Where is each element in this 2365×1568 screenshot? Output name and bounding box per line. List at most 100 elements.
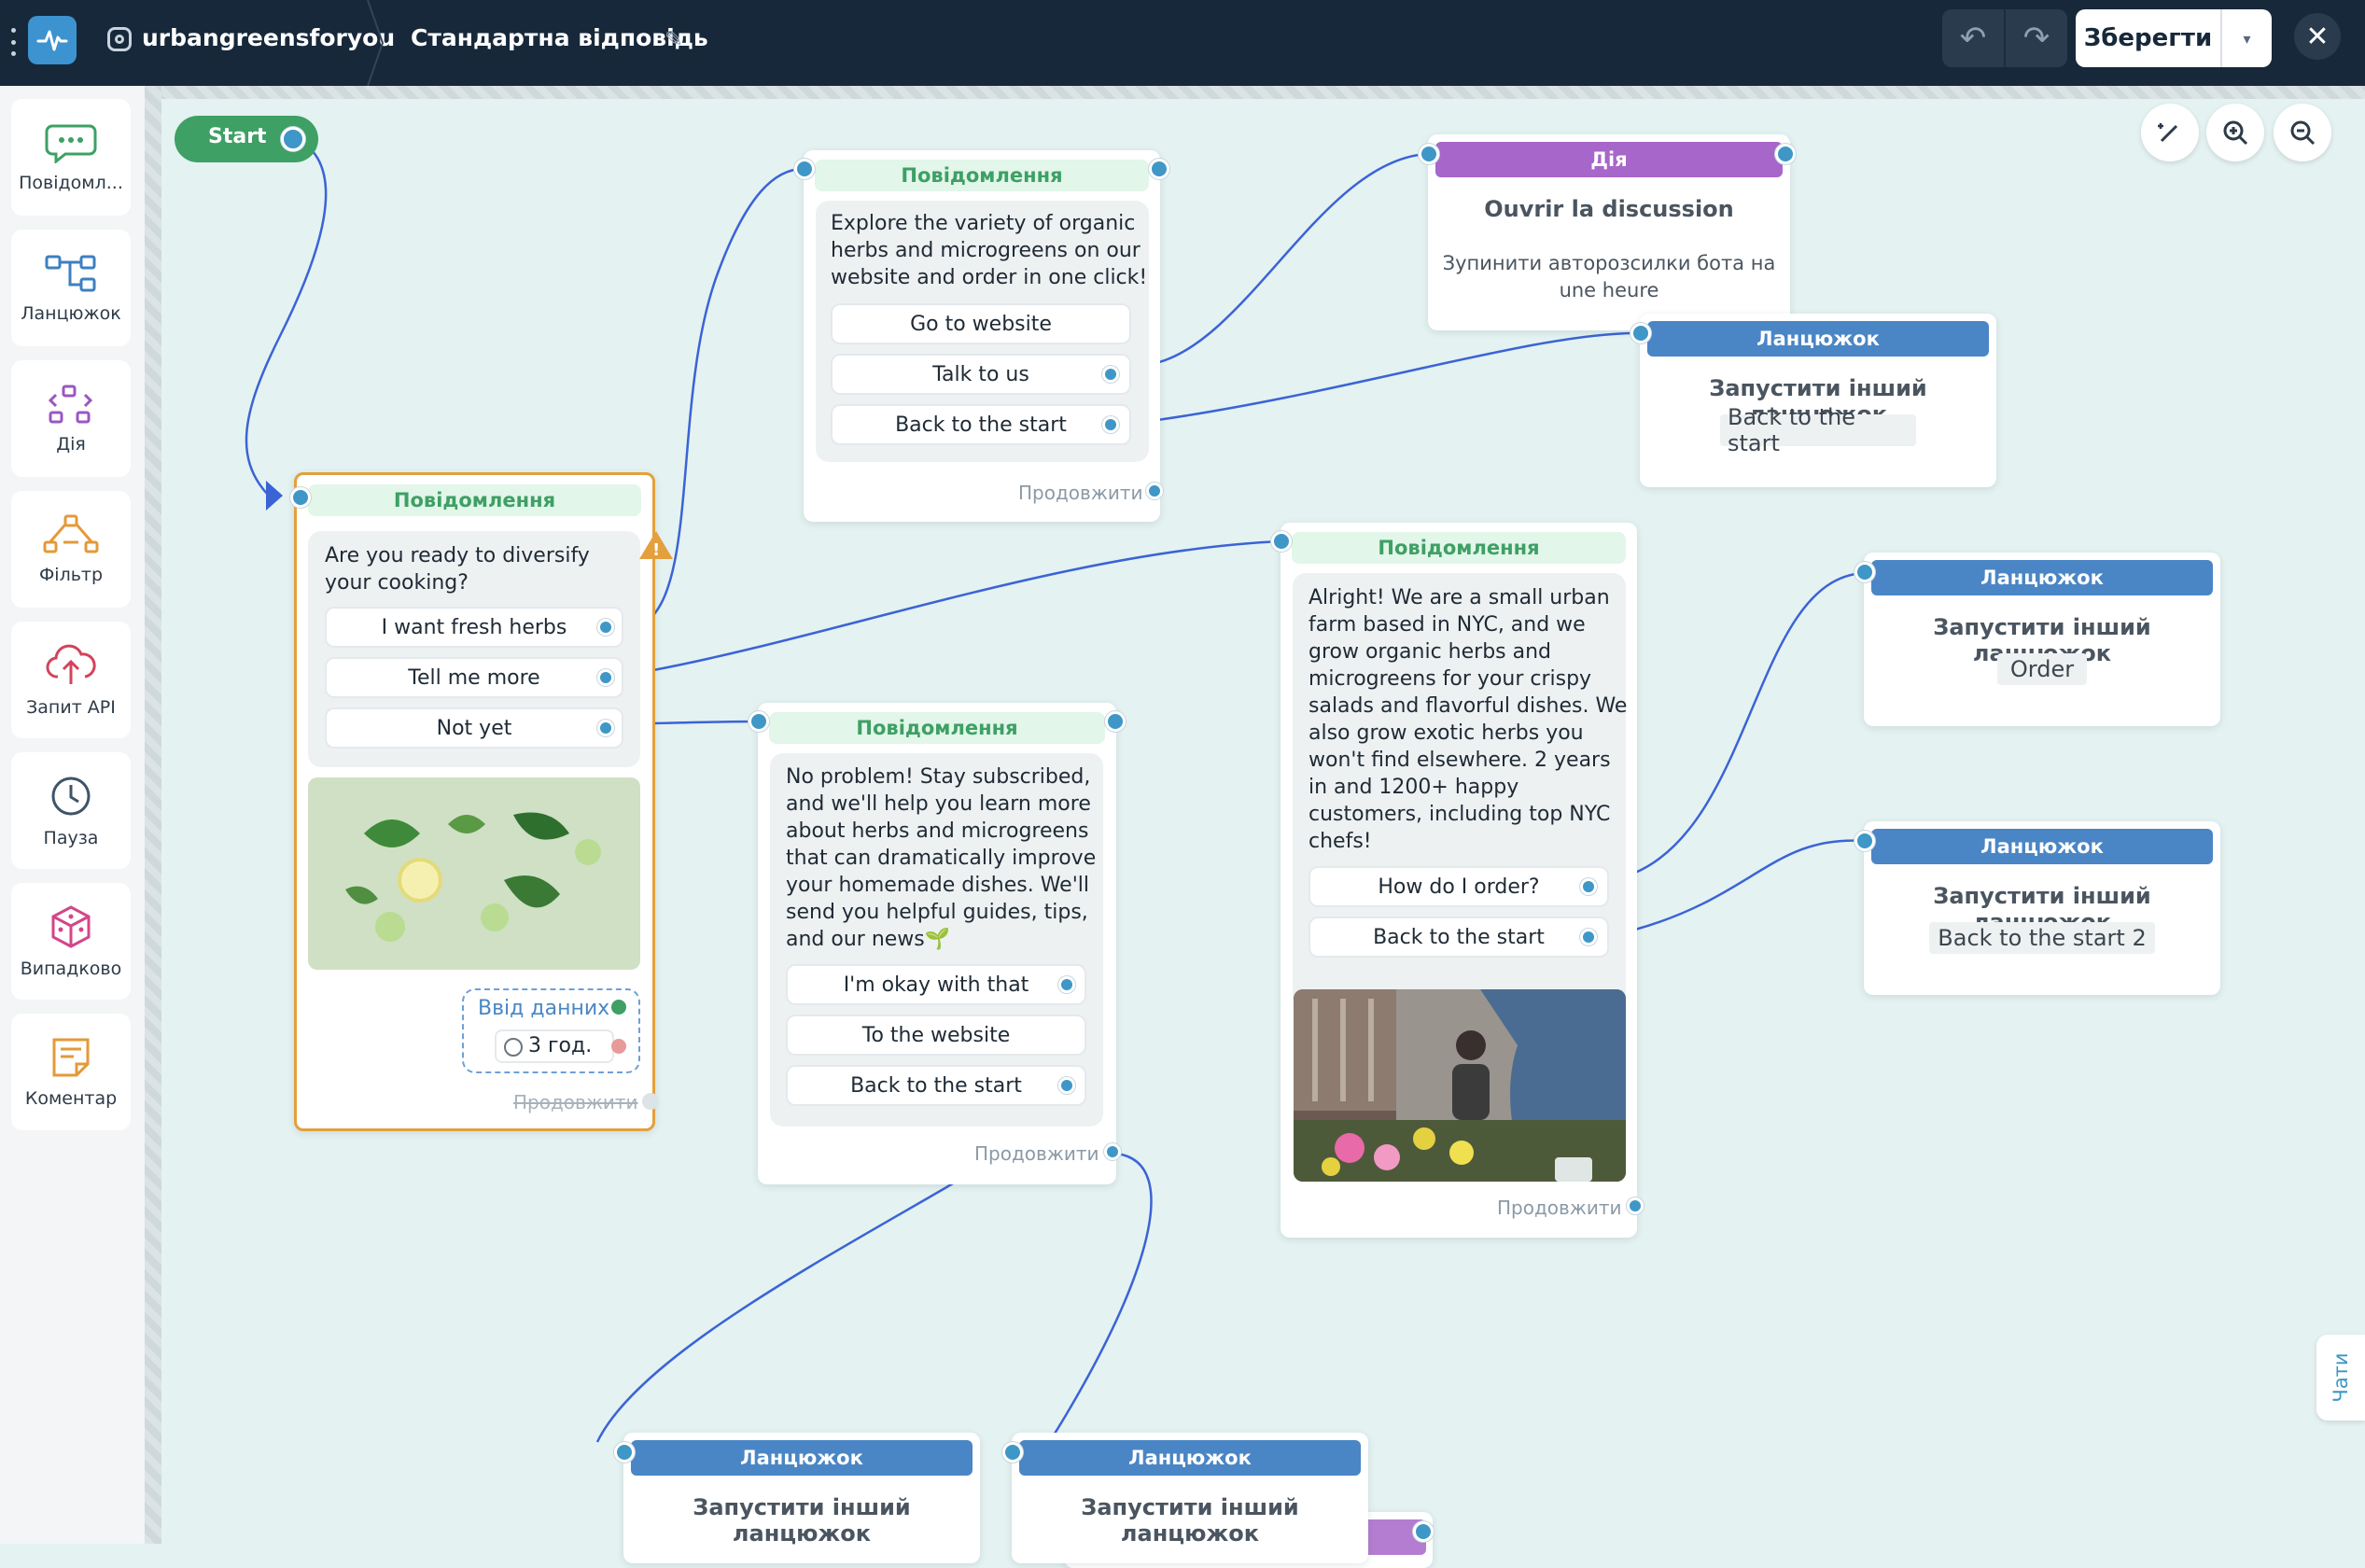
chain-icon [45,255,96,291]
button-output-port[interactable] [1580,929,1597,945]
chain-node-4[interactable]: Ланцюжок Запустити інший ланцюжок [614,1433,980,1563]
palette-item-message[interactable]: Повідомл... [11,99,131,216]
close-button[interactable]: ✕ [2294,13,2341,60]
quick-reply-button[interactable]: How do I order? [1308,866,1609,907]
input-success-port[interactable] [611,1000,626,1015]
palette-item-label: Ланцюжок [21,302,121,324]
chain-name: Order [1997,653,2087,685]
node-input-port[interactable] [1854,831,1875,851]
redo-button[interactable]: ↷ [2022,20,2050,57]
palette-item-comment[interactable]: Коментар [11,1014,131,1130]
palette-item-random[interactable]: Випадково [11,883,131,1000]
button-output-port[interactable] [1102,416,1119,433]
chain-title: Запустити інший ланцюжок [1081,1494,1299,1547]
start-node[interactable]: Start [175,116,318,162]
text-line: chefs! [1308,830,1372,853]
button-output-port[interactable] [1102,366,1119,383]
quick-reply-button[interactable]: Back to the start [786,1065,1086,1106]
quick-reply-button[interactable]: I'm okay with that [786,964,1086,1005]
node-header: Ланцюжок [1647,321,1989,357]
palette-item-action[interactable]: Дія [11,360,131,477]
button-output-port[interactable] [1580,878,1597,895]
zoom-in-button[interactable] [2206,104,2264,161]
node-input-port[interactable] [1419,144,1439,164]
quick-reply-button[interactable]: Tell me more [325,657,623,698]
continue-port[interactable] [1627,1197,1644,1214]
node-output-port[interactable] [1775,144,1796,164]
chats-side-tab[interactable]: Чати [2316,1335,2365,1421]
quick-reply-button[interactable]: To the website [786,1015,1086,1056]
account-name[interactable]: urbangreensforyou [142,24,396,51]
chain-node-1[interactable]: Ланцюжок Запустити інший ланцюжок Back t… [1630,314,1996,487]
text-line: Explore the variety of organic [831,212,1136,235]
input-timeout-port[interactable] [611,1039,626,1054]
edge-node1-to-node5 [652,539,1281,672]
chain-node-2[interactable]: Ланцюжок Запустити інший ланцюжок Order [1854,553,2220,726]
palette-item-chain[interactable]: Ланцюжок [11,230,131,346]
node-palette: Повідомл... Ланцюжок Дія Фільтр Запит AP… [0,86,145,1544]
continue-port[interactable] [1146,483,1163,499]
quick-reply-button[interactable]: Not yet [325,707,623,749]
chain-name: Back to the start 2 [1929,922,2155,954]
text-line: that can dramatically improve [786,847,1097,870]
entry-arrow-icon [266,481,283,511]
node-input-port[interactable] [290,487,311,508]
text-line: website and order in one click! [831,266,1148,289]
quick-reply-button[interactable]: Back to the start [831,404,1131,445]
undo-button[interactable]: ↶ [1942,9,2006,67]
button-output-port[interactable] [1058,976,1075,993]
farm-photo-image[interactable] [1294,989,1626,1182]
start-output-port[interactable] [281,127,305,151]
button-output-port[interactable] [1058,1077,1075,1094]
node-output-port[interactable] [1105,711,1126,732]
message-node-1[interactable]: Повідомлення Are you ready to diversify … [290,472,673,1131]
button-output-port[interactable] [597,720,614,736]
node-input-port[interactable] [1271,531,1292,552]
quick-reply-button[interactable]: Go to website [831,303,1131,344]
node-input-port[interactable] [1002,1442,1023,1463]
palette-item-pause[interactable]: Пауза [11,752,131,869]
palette-item-label: Запит API [26,696,116,718]
node-header: Ланцюжок [1871,560,2213,595]
dice-icon [51,904,91,948]
user-input-label: Ввід данних [478,997,610,1020]
message-node-4[interactable]: Повідомлення No problem! Stay subscribed… [749,703,1126,1184]
button-output-port[interactable] [597,669,614,686]
node-input-port[interactable] [614,1442,635,1463]
quick-reply-button[interactable]: Back to the start [1308,917,1609,958]
save-button[interactable]: Зберегти [2076,9,2222,67]
quick-reply-button[interactable]: I want fresh herbs [325,607,623,648]
text-line: also grow exotic herbs you [1308,721,1584,745]
continue-port[interactable] [642,1093,659,1110]
continue-port[interactable] [1104,1143,1121,1160]
button-output-port[interactable] [597,619,614,636]
zoom-out-button[interactable] [2274,104,2331,161]
palette-item-filter[interactable]: Фільтр [11,491,131,608]
node-input-port[interactable] [749,711,769,732]
chain-node-3[interactable]: Ланцюжок Запустити інший ланцюжок Back t… [1854,821,2220,995]
node-input-port[interactable] [1630,323,1651,343]
auto-layout-button[interactable] [2141,104,2199,161]
herbs-image[interactable] [308,777,640,970]
action-node-1[interactable]: Дія Ouvrir la discussion Зупинити авторо… [1419,134,1796,330]
continue-label: Продовжити [1497,1197,1622,1219]
palette-item-api-request[interactable]: Запит API [11,622,131,738]
message-bubble[interactable] [770,753,1103,1127]
more-menu-icon[interactable] [9,28,17,56]
chain-node-5[interactable]: Ланцюжок Запустити інший ланцюжок [1002,1433,1368,1563]
edit-title-icon[interactable]: ✎ [665,26,684,52]
node-output-port[interactable] [1413,1521,1434,1542]
text-line: your homemade dishes. We'll [786,874,1089,897]
node-output-port[interactable] [1149,159,1169,179]
node-input-port[interactable] [794,159,815,179]
zoom-in-icon [2223,120,2248,146]
save-dropdown-chevron-icon[interactable]: ▾ [2243,29,2251,48]
quick-reply-button[interactable]: Talk to us [831,354,1131,395]
palette-item-label: Дія [56,433,86,455]
node-input-port[interactable] [1854,562,1875,582]
canvas-border [145,86,2365,99]
message-node-3[interactable]: Повідомлення Alright! We are a small urb… [1271,523,1644,1238]
app-logo[interactable] [28,16,77,64]
message-node-2[interactable]: Повідомлення Explore the variety of orga… [794,150,1169,522]
palette-item-label: Пауза [43,827,99,848]
